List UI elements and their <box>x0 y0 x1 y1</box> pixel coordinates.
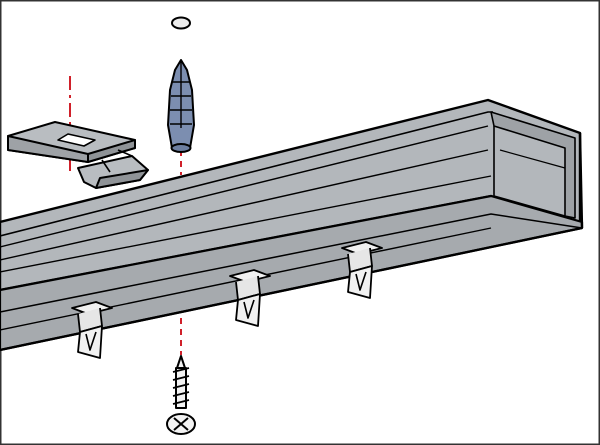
wall-plug <box>167 59 195 153</box>
mounting-clip <box>7 121 149 189</box>
curtain-rail <box>0 98 584 352</box>
curtain-glider <box>71 301 113 359</box>
curtain-glider <box>229 269 271 327</box>
washer <box>171 16 191 30</box>
curtain-glider <box>341 241 383 299</box>
screw <box>166 355 196 435</box>
curtain-gliders <box>71 241 383 359</box>
